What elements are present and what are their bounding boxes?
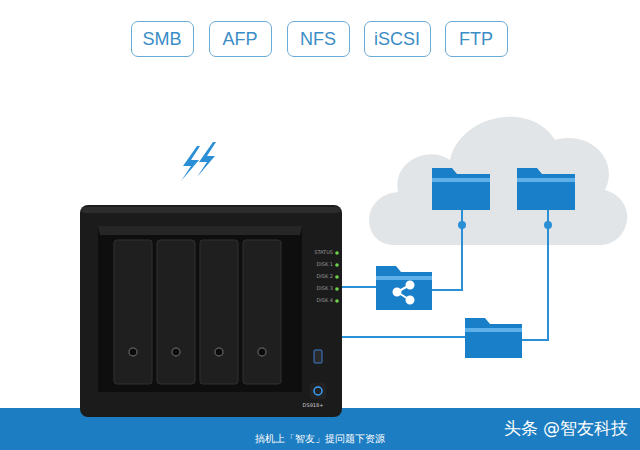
protocol-name: AFP <box>222 29 257 50</box>
share-icon <box>394 282 414 304</box>
watermark: 头条 @智友科技 <box>504 420 628 437</box>
model-name: DS918+ <box>303 403 324 408</box>
protocol-name: NFS <box>300 29 336 50</box>
protocol-box: iSCSI <box>364 21 431 57</box>
connection-lines <box>342 210 548 340</box>
led-label: DISK 2 <box>316 274 333 279</box>
led-label: DISK 3 <box>316 286 333 291</box>
folder-icons <box>376 168 575 358</box>
led-label: DISK 1 <box>316 262 333 267</box>
cloud <box>369 117 627 245</box>
lightning-icon <box>181 142 216 181</box>
led-label: DISK 4 <box>316 298 333 303</box>
footer-note: 搞机上「智友」提问题下资源 <box>255 434 385 444</box>
protocol-box: AFP <box>209 21 272 57</box>
nas-device <box>80 205 342 417</box>
protocol-name: SMB <box>142 29 181 50</box>
protocol-box: SMB <box>131 21 194 57</box>
protocol-box: NFS <box>287 21 350 57</box>
protocol-box: FTP <box>445 21 508 57</box>
led-label: STATUS <box>314 250 333 255</box>
protocol-name: iSCSI <box>374 29 420 50</box>
protocol-name: FTP <box>459 29 493 50</box>
